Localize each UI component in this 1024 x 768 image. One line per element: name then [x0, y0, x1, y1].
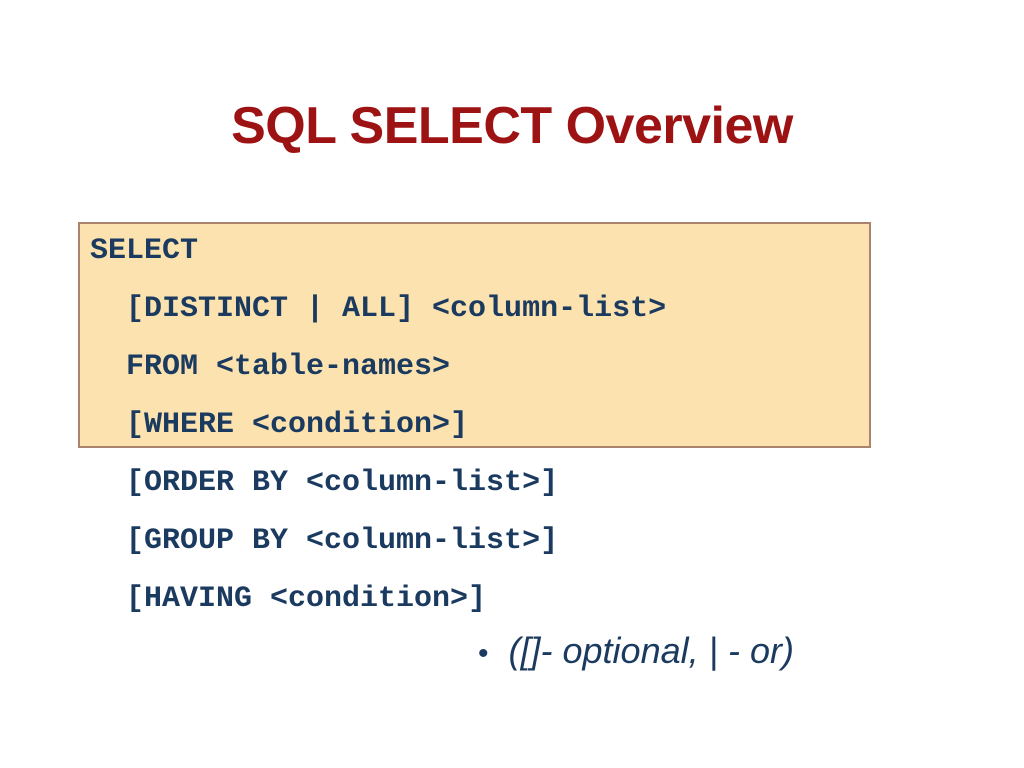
code-line-where: [WHERE <condition>]	[126, 408, 469, 442]
code-line-group-by: [GROUP BY <column-list>]	[126, 524, 559, 558]
code-line-having: [HAVING <condition>]	[126, 582, 487, 616]
sql-syntax-block: SELECT [DISTINCT | ALL] <column-list> FR…	[78, 222, 978, 628]
code-line-select: SELECT	[90, 234, 199, 268]
code-line-distinct-all: [DISTINCT | ALL] <column-list>	[126, 292, 667, 326]
syntax-highlight-box	[78, 222, 871, 448]
legend-note: • ([]- optional, | - or)	[478, 628, 794, 677]
legend-note-text: ([]- optional, | - or)	[508, 630, 794, 671]
code-line-from: FROM <table-names>	[126, 350, 451, 384]
code-line-order-by: [ORDER BY <column-list>]	[126, 466, 559, 500]
page-title: SQL SELECT Overview	[231, 97, 793, 155]
bullet-icon: •	[478, 637, 489, 670]
